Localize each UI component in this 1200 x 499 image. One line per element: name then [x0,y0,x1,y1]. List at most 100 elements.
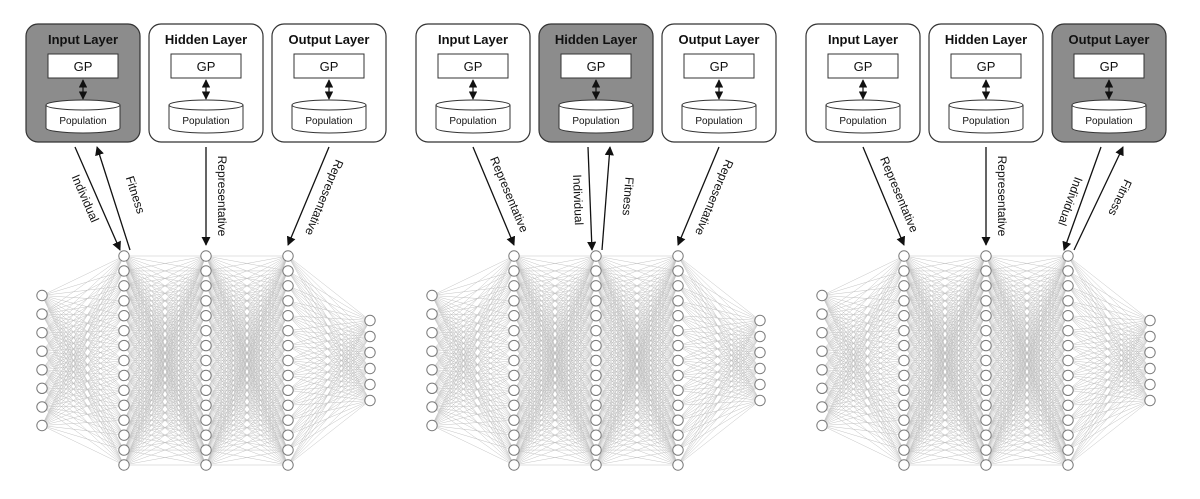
network-node [426,308,438,320]
network-edge [41,406,125,451]
gp-box [827,53,899,79]
network-edge [431,388,515,466]
network-edge [821,255,905,370]
network-node [282,295,294,307]
network-node [282,429,294,441]
network-edge [1067,400,1151,406]
network-node [590,310,602,322]
network-edge [41,388,125,451]
network-edge [1067,352,1151,436]
network-node [1062,459,1074,471]
network-edge [677,336,761,406]
gp-label: GP [587,59,606,74]
network-edge [677,320,761,391]
cylinder-top [168,99,244,111]
network-node [672,324,684,337]
network-edge [431,270,515,333]
network-edge [985,420,1069,466]
network-node [118,444,130,456]
network-edge [677,352,761,451]
network-edge [41,330,125,389]
network-edge [41,388,125,391]
flow-arrow [587,146,597,251]
population-label: Population [449,116,496,127]
network-node [426,419,438,432]
network-edge [287,255,371,385]
network-edge [677,300,761,369]
network-edge [821,285,905,333]
network-edge [41,330,125,408]
network-edge [287,336,371,406]
network-edge [903,315,987,466]
network-edge [287,352,371,391]
network-edge [985,255,1069,406]
network-edge [677,352,761,391]
network-node [118,310,130,322]
network-edge [41,388,125,406]
network-edge [595,255,679,301]
network-edge [431,255,515,352]
network-node [508,459,520,471]
network-edge [1067,384,1151,466]
network-node [364,394,376,407]
network-node [754,346,766,359]
network-edge [205,255,289,316]
gp-label: GP [464,59,483,74]
network-node [200,295,212,307]
network-edge [677,270,761,353]
network-edge [123,255,207,361]
network-edge [1067,330,1151,369]
network-edge [287,315,371,369]
network-edge [1067,320,1151,376]
network-edge [513,255,597,466]
network-node [36,401,48,413]
population-label: Population [839,116,886,127]
network-edge [821,270,905,389]
network-edge [431,285,515,408]
network-edge [677,345,761,385]
network-edge [821,330,905,370]
flow-arrow [286,146,330,246]
network-edge [123,375,207,466]
network-node [426,345,438,357]
network-node [1062,384,1074,397]
network-edge [677,315,761,401]
network-edge [1067,336,1151,391]
network-edge [123,255,207,301]
network-node [980,310,992,322]
network-node [1062,339,1074,352]
gp-label: GP [710,59,729,74]
cylinder-body [558,105,634,134]
network-node [200,354,212,367]
network-edge [677,270,761,337]
network-edge [985,300,1069,466]
network-edge [1067,330,1151,385]
network-edge [903,255,987,301]
network-edge [677,352,761,466]
network-edge [41,369,125,421]
network-edge [431,315,515,426]
network-edge [821,388,905,436]
network-node [200,399,212,411]
network-node [508,280,520,292]
network-edge [677,270,761,321]
network-edge [1067,336,1151,421]
network-edge [41,360,125,389]
network-edge [287,368,371,376]
network-edge [677,368,761,451]
network-node [1144,346,1156,359]
network-edge [287,320,371,331]
network-node [282,414,294,426]
network-node [508,414,520,426]
network-edge [1067,285,1151,337]
network-edge [1067,400,1151,436]
network-edge [287,255,371,353]
gp-box [1073,53,1145,79]
network-node [508,354,520,367]
network-node [426,364,438,376]
network-node [508,429,520,441]
network-node [282,354,294,367]
